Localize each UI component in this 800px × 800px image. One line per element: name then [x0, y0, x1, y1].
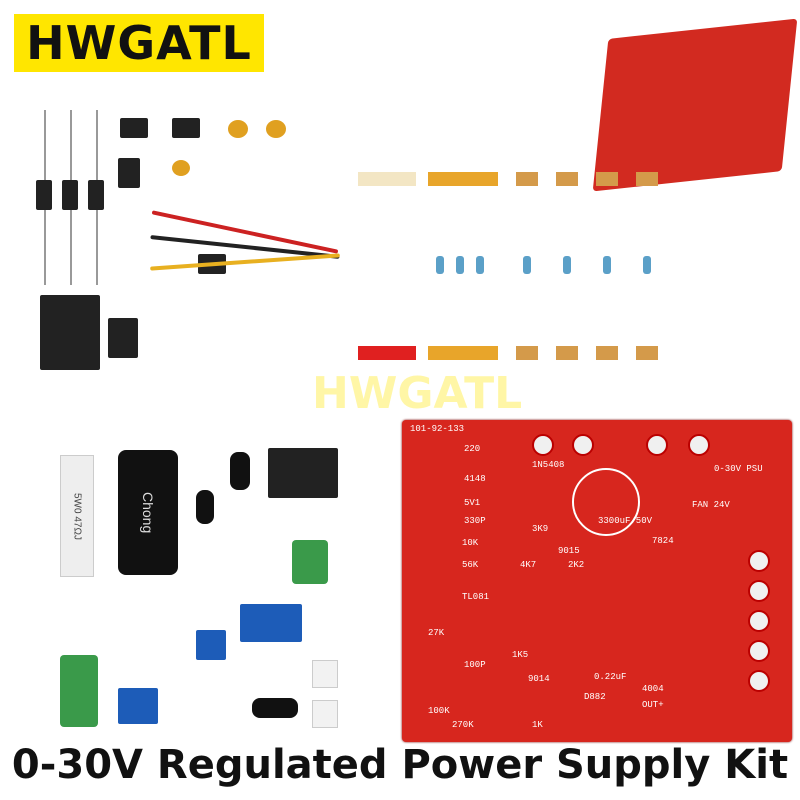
capacitor-brand: Chong: [140, 491, 156, 534]
watermark: HWGATL: [312, 368, 523, 419]
resistor-tape: [516, 172, 538, 186]
ic-chip: [120, 118, 148, 138]
resistor: [603, 256, 611, 274]
potentiometer: [292, 540, 328, 584]
electrolytic-capacitor: [252, 698, 298, 718]
diode: [62, 180, 78, 210]
pcb-label: 3K9: [532, 524, 549, 534]
ceramic-capacitor: [228, 120, 248, 138]
diode: [88, 180, 104, 210]
pcb-label: 1K5: [512, 650, 529, 660]
pcb-label: FAN 24V: [692, 500, 730, 510]
pcb-board: 101-92-133 220 4148 5V1 330P 3K9 10K 56K…: [402, 420, 792, 742]
pcb-label: 10K: [462, 538, 479, 548]
wire-yellow: [150, 253, 340, 271]
pcb-label: 0-30V PSU: [714, 464, 763, 474]
pcb-label: 9015: [558, 546, 580, 556]
resistor: [643, 256, 651, 274]
pcb-label: 1K: [532, 720, 543, 730]
pcb-pad: [748, 610, 770, 632]
power-resistor: 5W0 47ΩJ: [60, 455, 94, 577]
connector: [312, 660, 338, 688]
assembled-board-photo: [592, 18, 798, 192]
electrolytic-capacitor: [230, 452, 250, 490]
transistor: [118, 158, 140, 188]
pcb-label: 5V1: [464, 498, 481, 508]
pcb-pad: [688, 434, 710, 456]
resistor-label: 5W0 47ΩJ: [71, 492, 83, 540]
resistor: [436, 256, 444, 274]
pcb-label: 270K: [452, 720, 474, 730]
logo-text: HWGATL: [26, 16, 252, 70]
pcb-label: 56K: [462, 560, 479, 570]
connector: [312, 700, 338, 728]
ceramic-capacitor: [266, 120, 286, 138]
resistor-tape: [428, 172, 498, 186]
pcb-pad: [748, 550, 770, 572]
pcb-label: 4148: [464, 474, 486, 484]
pcb-label: 220: [464, 444, 481, 454]
electrolytic-capacitor: [196, 490, 214, 524]
pcb-label: 0.22uF: [594, 672, 627, 682]
potentiometer: [60, 655, 98, 727]
product-caption: 0-30V Regulated Power Supply Kit: [11, 742, 789, 788]
pcb-label: 100P: [464, 660, 486, 670]
heatsink: [268, 448, 338, 498]
pcb-pad: [748, 670, 770, 692]
pcb-label: 3300uF/50V: [598, 516, 653, 526]
screw-terminal: [240, 604, 302, 642]
resistor-tape: [516, 346, 538, 360]
resistor-tape: [358, 172, 416, 186]
resistor-tape: [636, 346, 658, 360]
power-transistor: [40, 295, 100, 370]
pcb-label: 4K7: [520, 560, 537, 570]
pcb-pad: [748, 640, 770, 662]
brand-logo: HWGATL: [14, 14, 264, 72]
pcb-label: 330P: [464, 516, 486, 526]
pcb-pad: [646, 434, 668, 456]
screw-terminal: [118, 688, 158, 724]
capacitor-outline: [572, 468, 640, 536]
pcb-label: 101-92-133: [410, 424, 465, 434]
pcb-label: 27K: [428, 628, 445, 638]
pcb-pad: [748, 580, 770, 602]
pcb-label: 100K: [428, 706, 450, 716]
pcb-label: 2K2: [568, 560, 585, 570]
pcb-label: 7824: [652, 536, 674, 546]
resistor: [563, 256, 571, 274]
pcb-pad: [532, 434, 554, 456]
resistor-tape: [556, 172, 578, 186]
pcb-label: 9014: [528, 674, 550, 684]
pcb-label: OUT+: [642, 700, 664, 710]
resistor-tape: [556, 346, 578, 360]
pcb-label: TL081: [462, 592, 490, 602]
regulator: [108, 318, 138, 358]
pcb-label: D882: [584, 692, 606, 702]
resistor-tape: [596, 346, 618, 360]
ic-chip: [172, 118, 200, 138]
resistor: [456, 256, 464, 274]
resistor: [476, 256, 484, 274]
resistor-tape: [428, 346, 498, 360]
trimmer: [196, 630, 226, 660]
resistor-tape: [596, 172, 618, 186]
pcb-pad: [572, 434, 594, 456]
diode: [36, 180, 52, 210]
pcb-label: 1N5408: [532, 460, 565, 470]
resistor-tape: [358, 346, 416, 360]
resistor: [523, 256, 531, 274]
pcb-label: 4004: [642, 684, 664, 694]
ceramic-capacitor: [172, 160, 190, 176]
resistor-tape: [636, 172, 658, 186]
electrolytic-capacitor: Chong: [118, 450, 178, 575]
